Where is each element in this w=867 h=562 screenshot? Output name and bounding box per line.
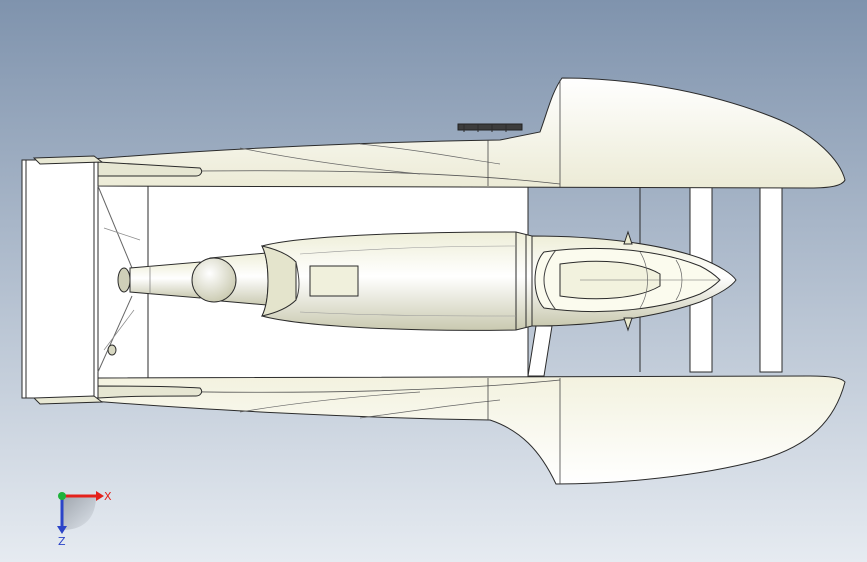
pod-strut <box>527 325 553 377</box>
x-axis-arrowhead <box>96 491 104 501</box>
nose-cone <box>531 230 737 332</box>
drive-shaft <box>129 261 201 299</box>
z-axis-label: Z <box>58 535 66 548</box>
upper-sponson <box>79 77 846 189</box>
rear-wing <box>21 155 141 405</box>
engine-pod <box>191 231 533 331</box>
y-axis-indicator <box>58 492 66 500</box>
lower-sponson <box>79 375 846 485</box>
triad-shadow <box>62 496 96 530</box>
x-axis-label: X <box>104 490 112 503</box>
orientation-triad: X Z <box>57 490 112 548</box>
z-axis-arrowhead <box>57 526 67 534</box>
